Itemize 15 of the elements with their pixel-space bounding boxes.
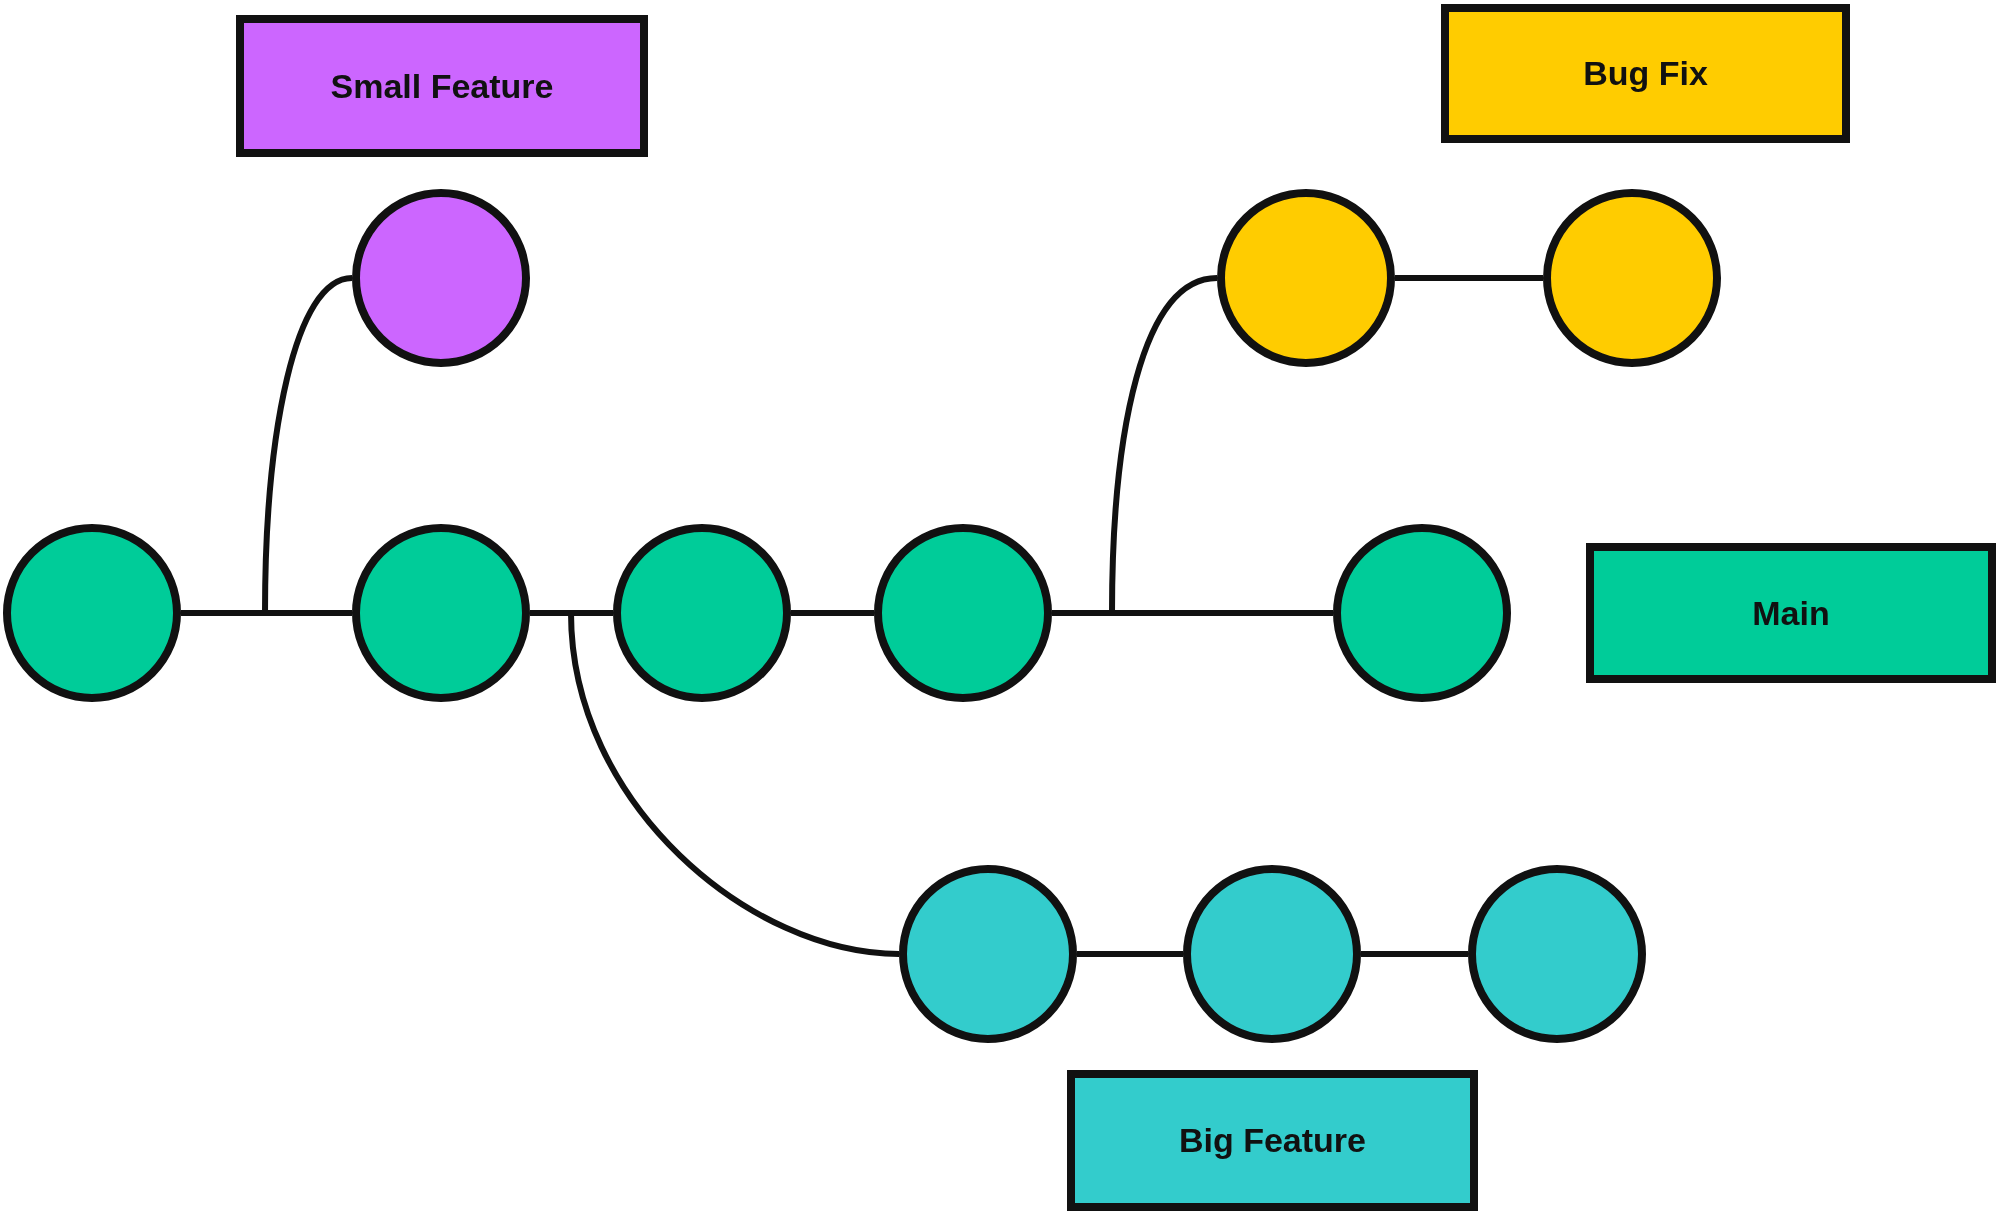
branch-line: [1077, 951, 1183, 957]
branch-line: [181, 275, 353, 616]
branch-label-box: [1586, 543, 1996, 683]
branch-line: [1361, 951, 1468, 957]
branch-line: [1052, 275, 1218, 616]
branch-label-box: [1441, 4, 1850, 143]
branch-line: [1395, 275, 1543, 281]
branch-label-box: [1067, 1070, 1478, 1211]
branch-line: [791, 610, 874, 616]
branch-name: Main: [1752, 592, 1830, 634]
branch-name: Bug Fix: [1583, 53, 1708, 94]
branch-name: Big Feature: [1178, 1120, 1366, 1161]
branch-name: Small Feature: [330, 65, 554, 107]
branch-label-box: [236, 15, 648, 157]
branch-line: [530, 610, 900, 957]
